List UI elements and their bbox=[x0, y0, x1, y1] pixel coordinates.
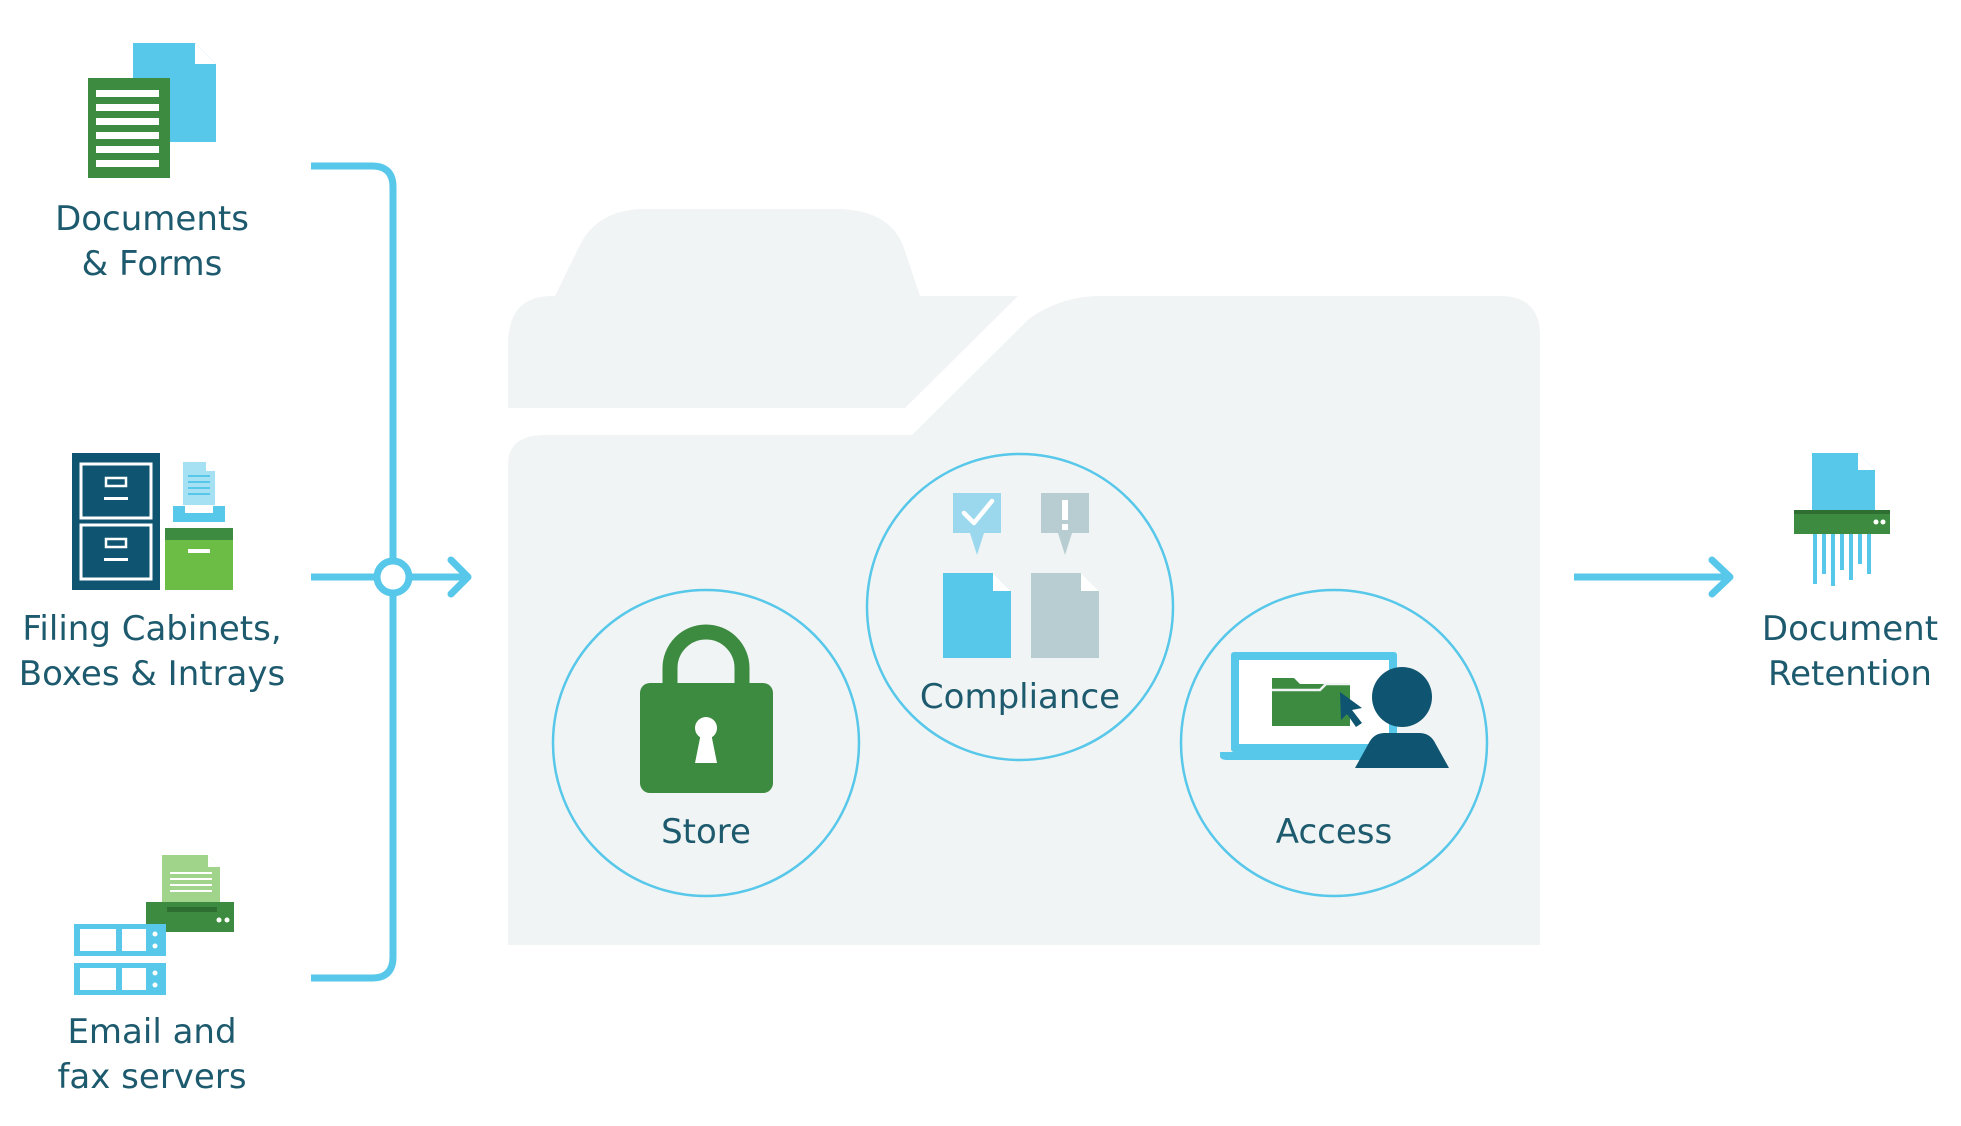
source-label-line: Documents bbox=[55, 199, 249, 239]
shredder-icon bbox=[1794, 453, 1890, 586]
source-label-line: fax servers bbox=[57, 1057, 247, 1097]
output-label-line: Retention bbox=[1768, 654, 1932, 694]
source-label-line: & Forms bbox=[81, 244, 223, 284]
output-label-document-retention: Document Retention bbox=[1730, 607, 1961, 697]
source-label-email-fax: Email and fax servers bbox=[22, 1010, 282, 1100]
source-label-line: Boxes & Intrays bbox=[18, 654, 286, 694]
compliance-documents-icon bbox=[943, 493, 1099, 658]
output-label-line: Document bbox=[1761, 609, 1939, 649]
compliance-circle bbox=[865, 452, 1175, 762]
stage-label-access: Access bbox=[1275, 812, 1393, 852]
filing-cabinet-icon bbox=[72, 453, 233, 590]
source-label-filing-cabinets: Filing Cabinets, Boxes & Intrays bbox=[12, 607, 292, 697]
stage-label-store: Store bbox=[661, 812, 751, 852]
source-label-line: Filing Cabinets, bbox=[22, 609, 282, 649]
source-connector bbox=[311, 162, 472, 982]
stage-label-compliance: Compliance bbox=[919, 677, 1121, 717]
output-arrow bbox=[1574, 556, 1734, 598]
documents-forms-icon bbox=[88, 43, 216, 178]
source-label-line: Email and bbox=[67, 1012, 237, 1052]
source-label-documents-forms: Documents & Forms bbox=[22, 197, 282, 287]
email-fax-servers-icon bbox=[74, 855, 234, 995]
padlock-icon bbox=[640, 624, 773, 793]
user-laptop-icon bbox=[1220, 652, 1449, 768]
